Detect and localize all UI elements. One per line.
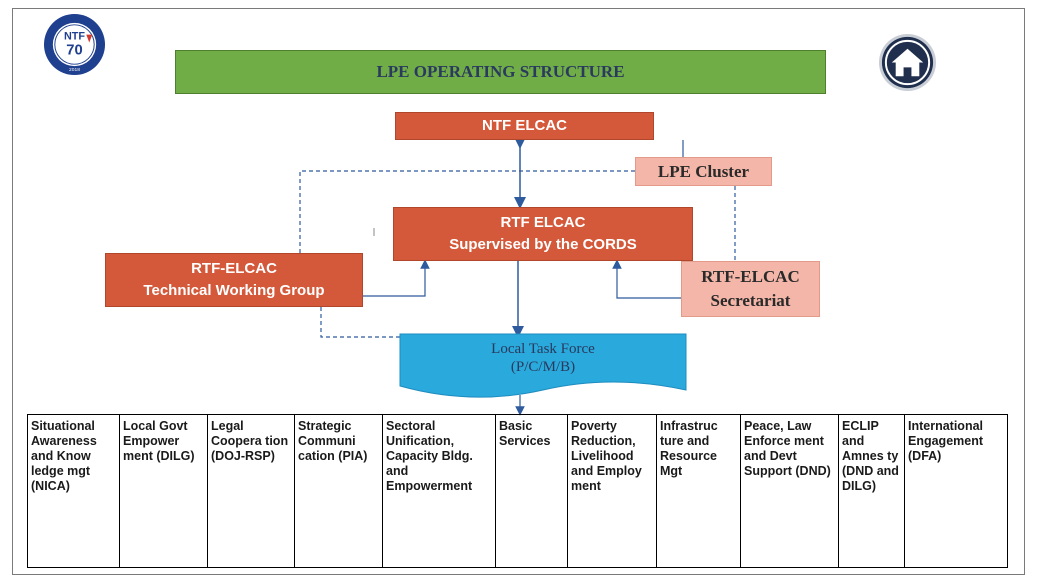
rtf-elcac-label: RTF ELCAC (500, 214, 586, 231)
cluster-cell: International Engagement (DFA) (908, 419, 984, 463)
twg-title-label: RTF-ELCAC (191, 260, 277, 277)
ntf-elcac-seal-icon: NTF 70 2018 (43, 13, 106, 76)
lpe-cluster-box: LPE Cluster (635, 157, 772, 186)
rtf-elcac-box: RTF ELCAC Supervised by the CORDS (393, 207, 693, 261)
svg-text:2018: 2018 (69, 67, 80, 73)
secretariat-box: RTF-ELCAC Secretariat (681, 261, 820, 317)
rtf-supervised-label: Supervised by the CORDS (449, 236, 637, 253)
ltf-title: Local Task Force (491, 341, 595, 357)
local-task-force-label: Local Task Force (P/C/M/B) (400, 340, 686, 376)
technical-working-group-box: RTF-ELCAC Technical Working Group (105, 253, 363, 307)
sec-title-label: RTF-ELCAC (701, 267, 800, 286)
sec-rtf-arrow (612, 259, 681, 299)
svg-text:NTF: NTF (64, 31, 85, 43)
cluster-cell: Sectoral Unification, Capacity Bldg. and… (383, 415, 496, 567)
svg-text:70: 70 (66, 42, 82, 58)
cluster-cell: Infrastruc ture and Resource Mgt (657, 415, 741, 567)
home-icon[interactable] (878, 33, 937, 92)
cluster-cell: Legal Coopera tion (DOJ-RSP) (208, 415, 295, 567)
ltf-subtitle: (P/C/M/B) (510, 359, 576, 375)
cluster-cell: Basic Services (496, 415, 568, 567)
twg-subtitle-label: Technical Working Group (143, 282, 325, 299)
title-bar: LPE OPERATING STRUCTURE (175, 50, 826, 94)
cluster-cell: Local Govt Empower ment (DILG) (120, 415, 208, 567)
sec-subtitle-label: Secretariat (710, 291, 791, 310)
cluster-table: Situational Awareness and Know ledge mgt… (27, 414, 1008, 568)
cluster-cell: Strategic Communi cation (PIA) (295, 415, 383, 567)
cluster-cell: Poverty Reduction, Livelihood and Employ… (568, 415, 657, 567)
ntf-elcac-label: NTF ELCAC (482, 117, 567, 134)
twg-ltf-dashed (320, 307, 400, 338)
cluster-cell: ECLIP and Amnes ty (DND and DILG) (839, 415, 905, 567)
lpe-cluster-label: LPE Cluster (657, 161, 750, 181)
ntf-elcac-box: NTF ELCAC (395, 112, 654, 140)
local-task-force-shape (399, 333, 687, 398)
page-title: LPE OPERATING STRUCTURE (376, 62, 625, 81)
twg-rtf-arrow (363, 259, 430, 297)
cluster-cell: Situational Awareness and Know ledge mgt… (28, 415, 120, 567)
cluster-cell: Peace, Law Enforce ment and Devt Support… (741, 415, 839, 567)
slide-frame (12, 8, 1025, 575)
